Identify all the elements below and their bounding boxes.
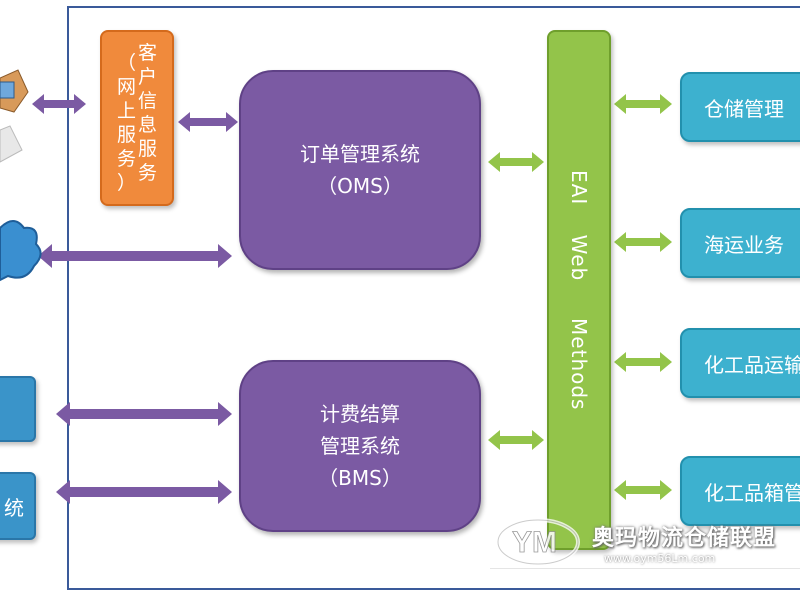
chemical-transport-box: 化工品运输 xyxy=(680,328,800,398)
left-system-box-2-label: 统 xyxy=(4,495,24,520)
chemical-container-box: 化工品箱管 xyxy=(680,456,800,526)
eai-webmethods-bar: EAI Web Methods xyxy=(547,30,611,550)
bms-box: 计费结算 管理系统 （BMS） xyxy=(239,360,481,532)
bms-title-line2: 管理系统 xyxy=(320,434,400,458)
arrow-cloud-to-oms xyxy=(38,244,232,268)
arrow-icon-to-customer-service xyxy=(32,94,86,114)
warehouse-management-box: 仓储管理 xyxy=(680,72,800,142)
oms-abbrev: （OMS） xyxy=(317,174,403,198)
chemical-transport-label: 化工品运输 xyxy=(704,352,800,377)
arrow-eai-to-shipping xyxy=(614,232,672,252)
arrow-oms-to-eai xyxy=(488,152,544,172)
computer-icon xyxy=(0,69,29,163)
watermark-text: 奥玛物流仓储联盟 xyxy=(592,526,777,551)
customer-service-paren-label: （ 网 上 服 务 ） xyxy=(116,52,136,194)
customer-service-main-label: 客 户 信 息 服 务 xyxy=(138,42,158,184)
chemical-container-label: 化工品箱管 xyxy=(704,480,800,505)
arrow-bms-to-eai xyxy=(488,430,544,450)
arrow-leftbox2-to-bms xyxy=(56,480,232,504)
cloud-icon xyxy=(0,220,42,282)
arrow-eai-to-warehouse xyxy=(614,94,672,114)
arrow-eai-to-chem-container xyxy=(614,480,672,500)
shipping-business-label: 海运业务 xyxy=(704,232,784,257)
arrow-eai-to-chem-transport xyxy=(614,352,672,372)
warehouse-management-label: 仓储管理 xyxy=(704,96,784,121)
left-system-box-1 xyxy=(0,376,36,442)
arrow-leftbox1-to-bms xyxy=(56,402,232,426)
bms-abbrev: （BMS） xyxy=(318,466,402,490)
watermark-logo: YM xyxy=(490,518,800,569)
eai-label: EAI Web Methods xyxy=(567,169,591,411)
customer-info-service-box: 客 户 信 息 服 务 （ 网 上 服 务 ） xyxy=(100,30,174,206)
svg-text:YM: YM xyxy=(512,526,557,559)
arrow-customer-service-to-oms xyxy=(178,112,238,132)
oms-box: 订单管理系统 （OMS） xyxy=(239,70,481,270)
oms-title: 订单管理系统 xyxy=(300,142,420,166)
shipping-business-box: 海运业务 xyxy=(680,208,800,278)
watermark-url: www.oym56Lm.com xyxy=(604,552,716,565)
bms-title-line1: 计费结算 xyxy=(320,402,400,426)
system-boundary-frame xyxy=(67,6,800,590)
left-system-box-2: 统 xyxy=(0,472,36,540)
